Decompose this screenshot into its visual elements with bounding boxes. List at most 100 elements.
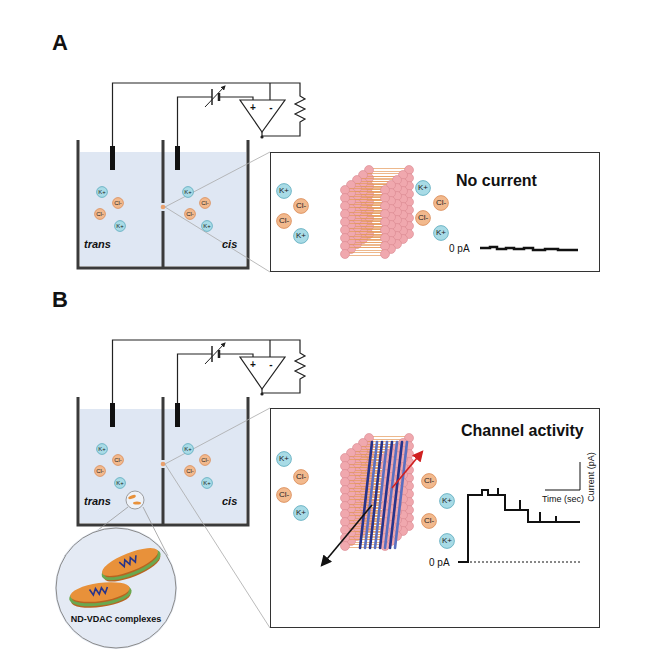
ion-label: Cl- [94, 208, 106, 220]
ion-label: K+ [439, 493, 455, 509]
panel-letter: A [52, 30, 68, 55]
ion-label: Cl- [421, 473, 437, 489]
ion-label: Cl- [94, 465, 106, 477]
panel-letter: B [52, 287, 68, 312]
lipid-bilayer [341, 434, 414, 551]
ion-circle: Cl- [433, 195, 449, 211]
chamber-label: cis [222, 238, 237, 251]
ion-circle: Cl- [112, 454, 124, 466]
ion-label: K+ [439, 533, 455, 549]
ion-circle: Cl- [415, 210, 431, 226]
inset-panel: K+Cl-Cl-K+Cl-K+Cl-K+Channel activityCurr… [270, 408, 600, 628]
ion-label: K+ [96, 443, 108, 455]
ion-circle: Cl- [276, 213, 292, 229]
ion-circle: Cl- [184, 208, 196, 220]
zoom-line [165, 408, 270, 628]
ion-label: Cl- [199, 197, 211, 209]
ion-circle: Cl- [421, 473, 437, 489]
ion-label: Cl- [415, 210, 431, 226]
ion-label: K+ [276, 183, 292, 199]
ion-circle: K+ [276, 451, 292, 467]
ion-circle: Cl- [421, 513, 437, 529]
ion-circle: K+ [114, 220, 126, 232]
ion-label: K+ [415, 180, 431, 196]
nanodisc [69, 579, 132, 611]
ion-circle: K+ [415, 180, 431, 196]
ion-label: K+ [96, 186, 108, 198]
axis-label: Time (sec) [542, 494, 584, 504]
ion-label: K+ [114, 477, 126, 489]
ion-circle: K+ [439, 493, 455, 509]
ion-label: Cl- [276, 487, 292, 503]
complex-spot [126, 491, 144, 509]
ion-label: Cl- [112, 197, 124, 209]
current-trace [480, 247, 578, 250]
ion-circle: Cl- [199, 454, 211, 466]
scale-bar [545, 462, 580, 490]
vdac-barrel [360, 442, 407, 548]
ion-label: Cl- [199, 454, 211, 466]
panel-title: Channel activity [461, 422, 584, 440]
ion-circle: K+ [182, 443, 194, 455]
ion-circle: Cl- [94, 465, 106, 477]
ion-circle: K+ [433, 225, 449, 241]
nanodisc [99, 542, 164, 587]
ion-label: Cl- [433, 195, 449, 211]
ion-label: Cl- [276, 213, 292, 229]
ion-label: Cl- [184, 465, 196, 477]
zoom-outline [55, 527, 177, 649]
ion-circle: Cl- [199, 197, 211, 209]
ion-circle: K+ [201, 477, 213, 489]
ion-label: Cl- [293, 469, 309, 485]
lipid-bilayer [341, 166, 414, 259]
chamber-label: trans [84, 238, 111, 251]
ion-circle: K+ [96, 443, 108, 455]
ion-circle: K+ [182, 186, 194, 198]
amp-input-sign: + [250, 102, 256, 114]
ion-label: K+ [433, 225, 449, 241]
zero-current-label: 0 pA [449, 243, 470, 255]
axis-label: Current (pA) [586, 452, 596, 502]
zoom-line [165, 152, 270, 272]
ion-label: Cl- [112, 454, 124, 466]
amp-input-sign: - [269, 102, 272, 114]
ion-label: K+ [182, 186, 194, 198]
amp-input-sign: - [269, 359, 272, 371]
panel-title: No current [456, 172, 537, 190]
flow-arrow [392, 452, 422, 488]
ion-label: Cl- [184, 208, 196, 220]
ion-circle: K+ [293, 505, 309, 521]
ion-label: K+ [114, 220, 126, 232]
ion-circle: Cl- [293, 469, 309, 485]
ion-circle: Cl- [112, 197, 124, 209]
ion-label: K+ [182, 443, 194, 455]
amp-input-sign: + [250, 359, 256, 371]
ion-circle: Cl- [276, 487, 292, 503]
ion-circle: K+ [276, 183, 292, 199]
ion-circle: Cl- [184, 465, 196, 477]
ion-circle: K+ [96, 186, 108, 198]
ion-circle: K+ [439, 533, 455, 549]
ion-label: K+ [201, 220, 213, 232]
zoom-circle: ND-VDAC complexes [55, 527, 177, 649]
ion-circle: K+ [201, 220, 213, 232]
ion-label: Cl- [421, 513, 437, 529]
ion-label: K+ [293, 505, 309, 521]
chamber-label: cis [222, 495, 237, 508]
ion-circle: K+ [293, 228, 309, 244]
ion-circle: Cl- [94, 208, 106, 220]
ion-label: K+ [276, 451, 292, 467]
chamber-label: trans [84, 495, 111, 508]
zero-current-label: 0 pA [429, 557, 450, 569]
ion-label: K+ [293, 228, 309, 244]
complex-label: ND-VDAC complexes [71, 614, 162, 624]
ion-circle: Cl- [293, 198, 309, 214]
ion-label: Cl- [293, 198, 309, 214]
zero-line [470, 562, 580, 563]
ion-label: K+ [201, 477, 213, 489]
ion-circle: K+ [114, 477, 126, 489]
flow-arrow [322, 505, 372, 565]
zoom-ground [55, 527, 177, 649]
